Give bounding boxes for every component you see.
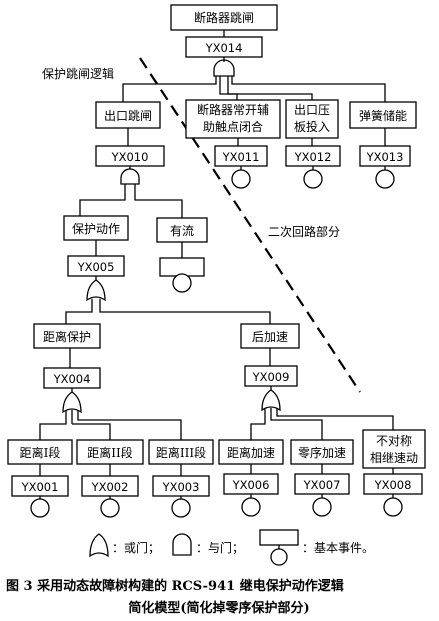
event-accel-label: 后加速 (252, 330, 288, 344)
legend-and-gate-icon (172, 533, 192, 556)
event-distance-label: 距离保护 (43, 329, 91, 344)
region-divider-dashed-line (139, 57, 361, 393)
event-accel-box (240, 323, 300, 349)
basic-event-circle-yx002 (100, 498, 120, 518)
event-prot-action-box (63, 215, 129, 241)
legend-and-gate-text: ：与门； (196, 540, 244, 555)
event-exit-plate-id: YX012 (294, 150, 332, 164)
event-breaker-aux-label-1: 断路器常开辅 (197, 102, 269, 117)
event-zero-acc-id: YX007 (303, 478, 341, 492)
legend-or-gate-text: ：或门； (112, 540, 160, 555)
basic-event-circle-yx012 (303, 169, 323, 189)
event-dist2-id: YX002 (91, 480, 129, 494)
event-dist3-box (148, 439, 214, 465)
caption-line-2: 简化模型(简化掉零序保护部分) (128, 600, 309, 616)
event-dist-acc-id: YX006 (232, 478, 270, 492)
event-accel-id: YX009 (252, 370, 290, 384)
and-gate-yx014 (213, 59, 235, 77)
legend-basic-event-box (259, 529, 299, 546)
event-exit-plate-label-1: 出口压 (294, 103, 330, 117)
basic-event-circle-yx001 (30, 498, 50, 518)
event-dist1-label: 距离I段 (20, 445, 61, 460)
event-top-label: 断路器跳闸 (194, 10, 254, 25)
event-spring-label: 弹簧储能 (359, 108, 407, 123)
or-gate-yx009 (261, 389, 281, 412)
event-exit-trip-box (95, 101, 161, 129)
event-breaker-aux-id: YX011 (222, 150, 260, 164)
event-current-box (156, 217, 208, 243)
event-distance-box (33, 323, 101, 349)
event-prot-action-id: YX005 (77, 260, 115, 274)
legend-basic-event-circle (270, 548, 288, 566)
event-breaker-aux-box (185, 99, 281, 139)
event-exit-trip-label: 出口跳闸 (104, 109, 152, 123)
basic-event-circle-yx007 (312, 497, 332, 517)
event-zero-acc-box (290, 439, 354, 465)
event-distance-id: YX004 (53, 372, 91, 386)
event-spring-id: YX013 (366, 150, 404, 164)
event-dist3-id: YX003 (162, 480, 200, 494)
event-current-empty-box (159, 257, 205, 277)
region-label-protection: 保护跳闸逻辑 (42, 67, 114, 81)
basic-event-circle-yx006 (241, 497, 261, 517)
event-current-label: 有流 (170, 224, 194, 238)
event-asym-acc-label-2: 相继速动 (370, 451, 418, 465)
event-dist2-label: 距离II段 (87, 445, 132, 460)
basic-event-circle-yx013 (375, 169, 395, 189)
event-asym-acc-label-1: 不对称 (376, 434, 412, 448)
and-gate-yx010 (120, 168, 140, 185)
basic-event-circle-yx011 (231, 169, 251, 189)
legend-basic-event-text: ：基本事件。 (302, 541, 374, 555)
basic-event-circle-yx003 (171, 498, 191, 518)
event-dist-acc-label: 距离加速 (227, 445, 275, 460)
legend-or-gate-icon (89, 533, 109, 558)
event-asym-acc-box (362, 429, 426, 469)
or-gate-yx005 (86, 279, 106, 302)
caption-line-1: 图 3 采用动态故障树构建的 RCS-941 继电保护动作逻辑 (6, 578, 344, 594)
event-breaker-aux-label-2: 助触点闭合 (203, 119, 263, 134)
event-prot-action-label: 保护动作 (72, 222, 120, 236)
event-spring-box (349, 101, 417, 129)
event-exit-trip-id: YX010 (111, 150, 149, 164)
basic-event-circle-current (172, 273, 192, 293)
event-dist1-id: YX001 (21, 480, 59, 494)
event-asym-acc-id: YX008 (374, 478, 412, 492)
event-exit-plate-box (285, 99, 339, 139)
or-gate-yx004 (62, 391, 82, 414)
event-zero-acc-label: 零序加速 (298, 445, 346, 460)
region-label-secondary: 二次回路部分 (268, 224, 340, 239)
event-dist-acc-box (218, 439, 284, 465)
event-top-id: YX014 (205, 41, 243, 55)
basic-event-circle-yx008 (383, 497, 403, 517)
event-exit-plate-label-2: 板投入 (294, 119, 330, 134)
event-dist3-label: 距离III段 (156, 445, 206, 460)
